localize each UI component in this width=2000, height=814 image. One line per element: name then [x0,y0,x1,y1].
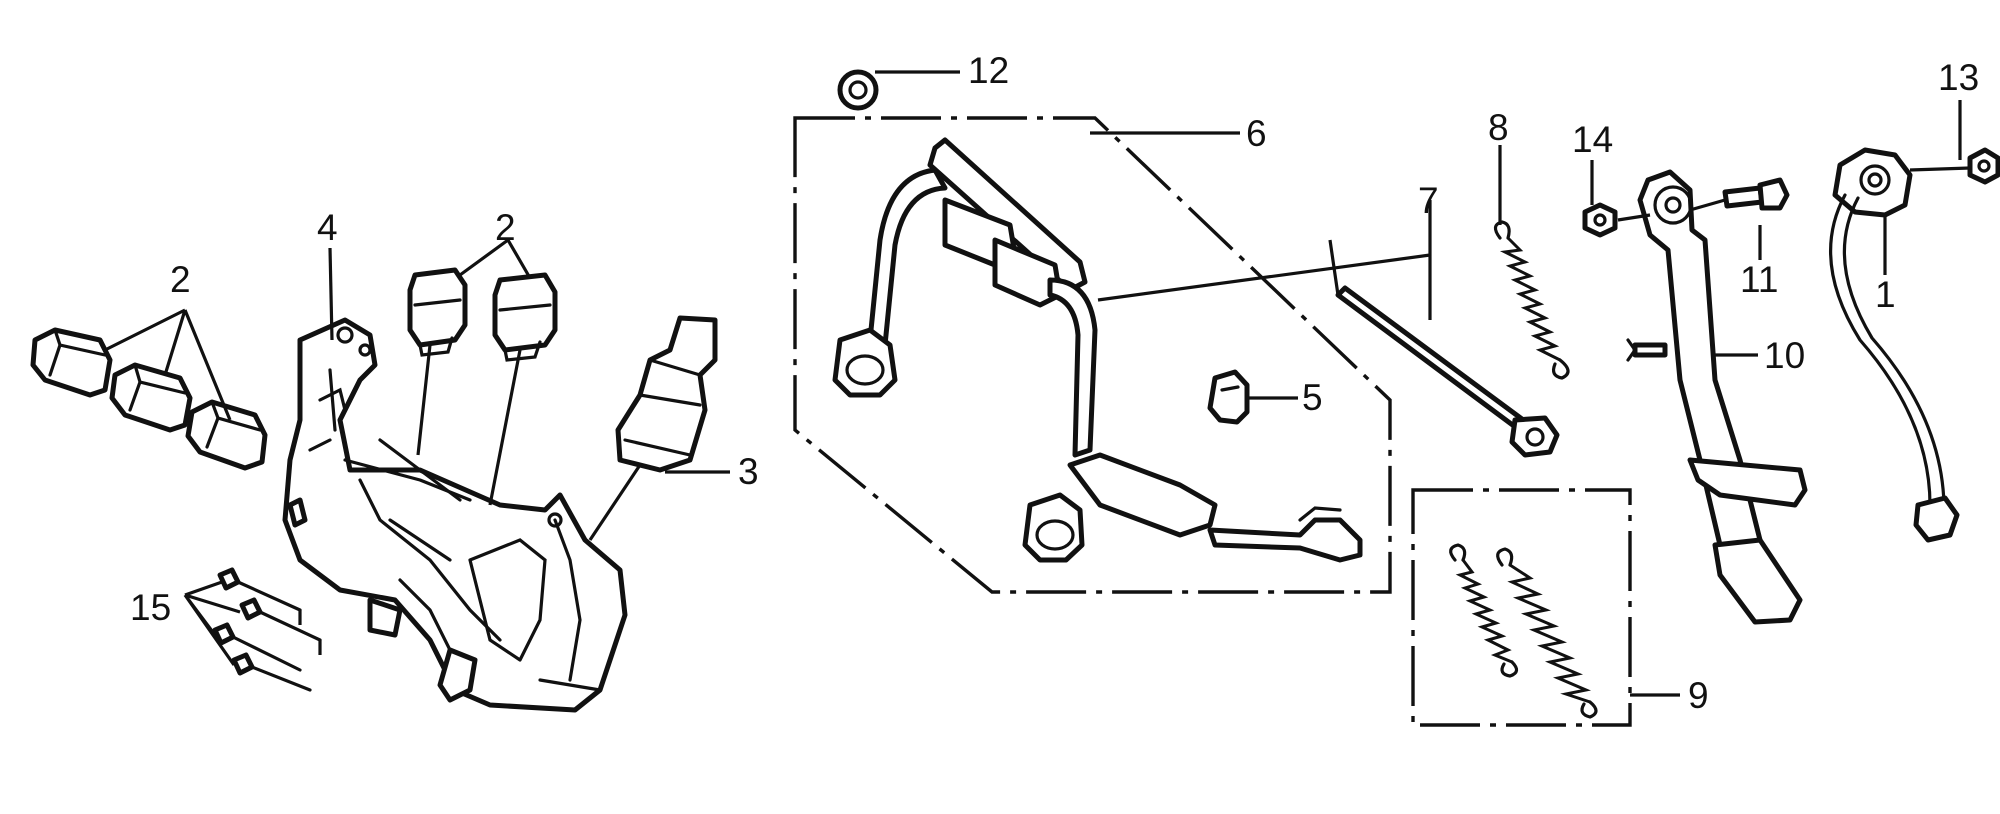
callout-9: 9 [1688,675,1709,716]
callout-10: 10 [1764,335,1805,376]
bolt-set-part-15 [212,567,322,692]
callout-11: 11 [1740,259,1778,300]
rubber-bumper-upper-2 [492,272,558,362]
stand-bracket-part-4 [282,317,628,713]
leader-lines [104,70,1971,697]
callout-labels: 2 2 4 3 15 12 6 7 8 5 9 10 11 14 1 13 [130,50,1979,716]
callout-13: 13 [1938,57,1979,98]
callout-6: 6 [1246,113,1267,154]
spring-kit-frame-9 [1411,488,1632,727]
callout-7: 7 [1418,180,1439,221]
rubber-bumper-left-3 [185,399,268,471]
callout-12: 12 [968,50,1009,91]
main-stand-part-6 [832,137,1363,563]
rubber-bumper-left-2 [109,362,193,433]
callout-1: 1 [1875,274,1896,315]
bolt-part-11 [1722,177,1790,211]
rubber-bumper-upper-1 [407,267,468,357]
rubber-bumper-left-1 [30,327,113,398]
callout-15: 15 [130,587,171,628]
spring-kit-part-9 [1449,543,1598,719]
nut-part-12 [837,69,879,111]
collar-part-5 [1207,369,1250,425]
nut-part-13 [1967,147,2000,185]
pivot-shaft-part-7 [1335,285,1560,458]
callout-8: 8 [1488,107,1509,148]
callout-2-left: 2 [170,259,191,300]
callout-14: 14 [1572,119,1613,160]
side-stand-part-10 [1626,169,1808,625]
callout-3: 3 [738,451,759,492]
spring-part-8 [1493,220,1570,380]
callout-5: 5 [1302,377,1323,418]
callout-4: 4 [317,207,338,248]
callout-2-upper: 2 [495,207,516,248]
dashed-group-frame-6 [793,116,1392,594]
rubber-bumper-part-3 [615,315,718,473]
nut-part-14 [1582,202,1618,238]
side-stand-switch-part-1 [1829,147,1960,543]
